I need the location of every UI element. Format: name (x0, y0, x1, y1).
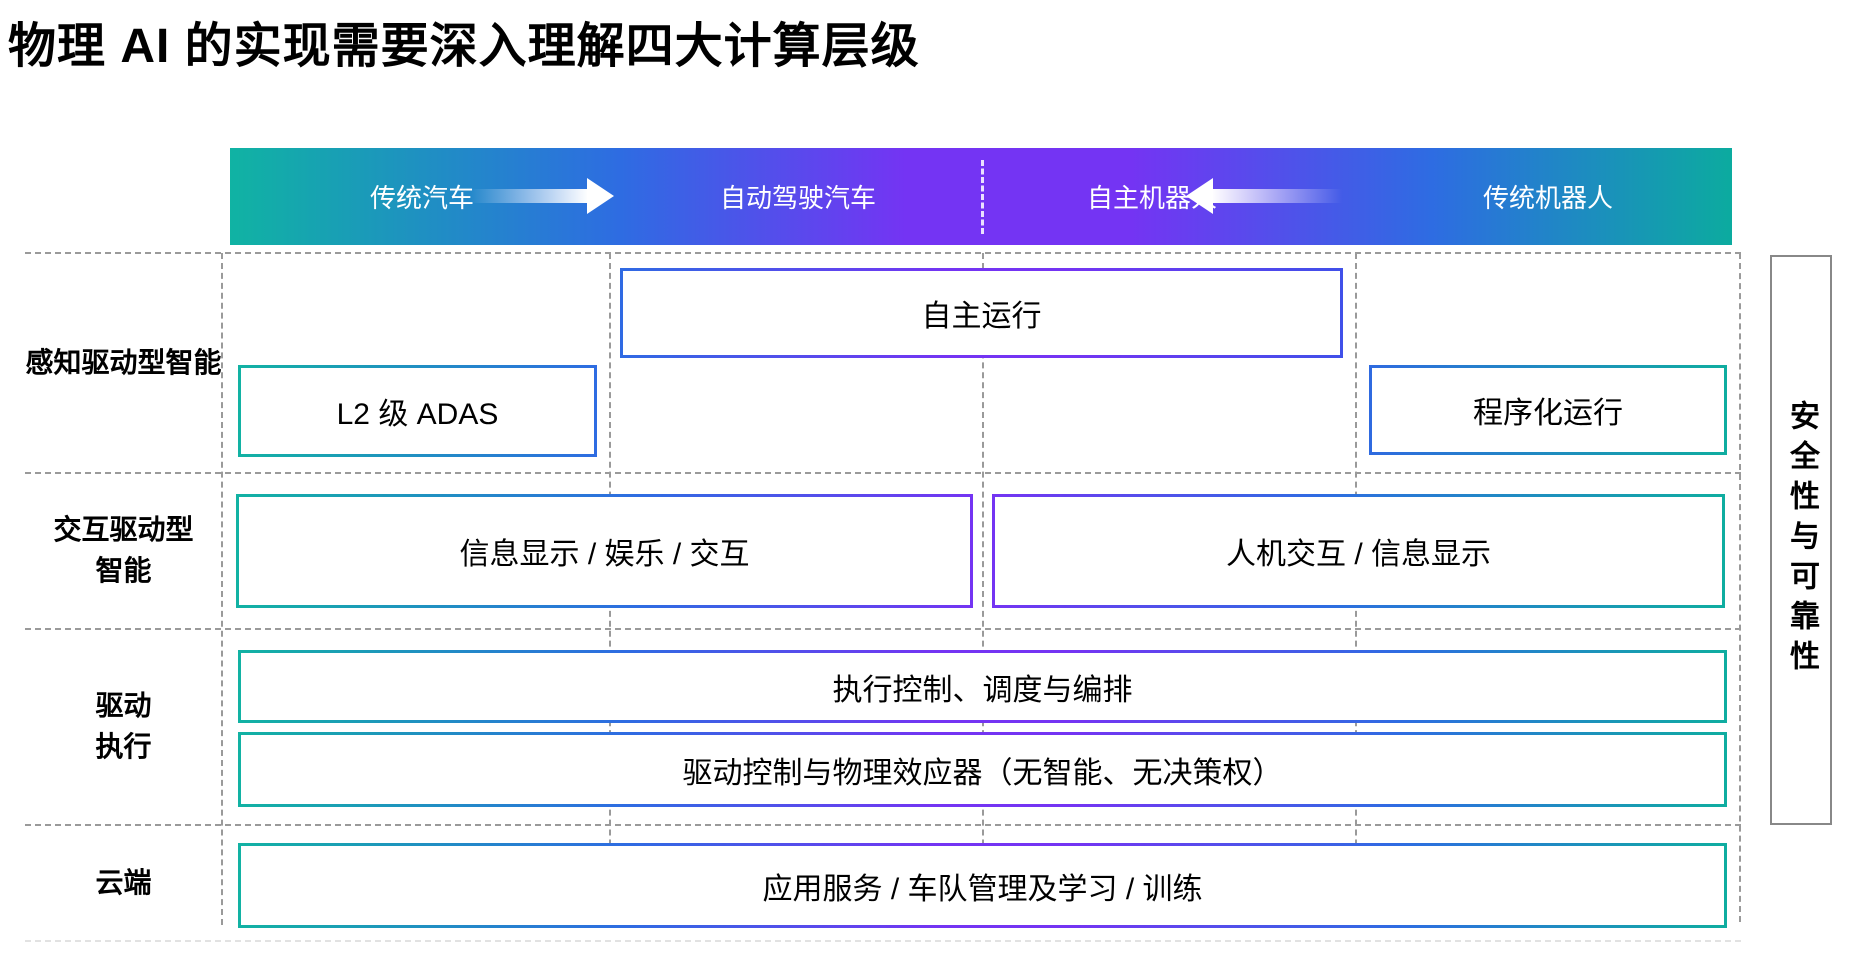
box-drive-control-label: 驱动控制与物理效应器（无智能、无决策权） (241, 735, 1724, 804)
page-title: 物理 AI 的实现需要深入理解四大计算层级 (8, 20, 920, 73)
row-label-drive-execution: 驱动 执行 (95, 690, 152, 762)
box-programmed-operation-label: 程序化运行 (1372, 368, 1724, 452)
arrow-right-head-icon (587, 178, 614, 214)
box-infotainment-label: 信息显示 / 娱乐 / 交互 (239, 497, 970, 605)
box-hmi-label: 人机交互 / 信息显示 (995, 497, 1722, 605)
box-hmi: 人机交互 / 信息显示 (992, 494, 1725, 608)
header-dashed-divider (981, 160, 984, 234)
arrow-left-icon (1212, 189, 1342, 203)
grid-hline-row2-row3 (25, 628, 1741, 630)
box-programmed-operation: 程序化运行 (1369, 365, 1727, 455)
box-l2-adas-label: L2 级 ADAS (241, 368, 594, 454)
arrow-left-head-icon (1186, 178, 1213, 214)
header-label-autonomous-car: 自动驾驶汽车 (719, 183, 877, 213)
box-autonomous-operation: 自主运行 (620, 268, 1343, 358)
box-cloud-services-label: 应用服务 / 车队管理及学习 / 训练 (241, 846, 1724, 925)
grid-hline-bottom (25, 940, 1741, 942)
box-l2-adas: L2 级 ADAS (238, 365, 597, 457)
grid-hline-row3-row4 (25, 824, 1741, 826)
header-gradient-bar: 传统汽车 自动驾驶汽车 自主机器人 传统机器人 (230, 148, 1732, 245)
box-drive-control: 驱动控制与物理效应器（无智能、无决策权） (238, 732, 1727, 807)
row-label-cloud: 云端 (95, 866, 152, 898)
grid-hline-top (25, 252, 1741, 254)
header-label-traditional-car: 传统汽车 (369, 183, 475, 213)
row-label-interaction-driven-intelligence: 交互驱动型 智能 (53, 514, 194, 586)
grid-vline-left (221, 253, 223, 925)
grid-vline-right (1739, 253, 1741, 922)
header-label-traditional-robot: 传统机器人 (1482, 183, 1614, 213)
grid-vline-col2 (982, 253, 984, 925)
box-execution-control-label: 执行控制、调度与编排 (241, 653, 1724, 720)
box-execution-control: 执行控制、调度与编排 (238, 650, 1727, 723)
grid-hline-row1-row2 (25, 472, 1741, 474)
row-label-perception-driven-intelligence: 感知驱动型智能 (25, 346, 222, 378)
box-cloud-services: 应用服务 / 车队管理及学习 / 训练 (238, 843, 1727, 928)
safety-reliability-label: 安全性与可靠性 (1785, 400, 1818, 680)
box-infotainment: 信息显示 / 娱乐 / 交互 (236, 494, 973, 608)
safety-reliability-box: 安全性与可靠性 (1770, 255, 1832, 825)
arrow-right-icon (470, 189, 588, 203)
box-autonomous-operation-label: 自主运行 (623, 271, 1340, 355)
